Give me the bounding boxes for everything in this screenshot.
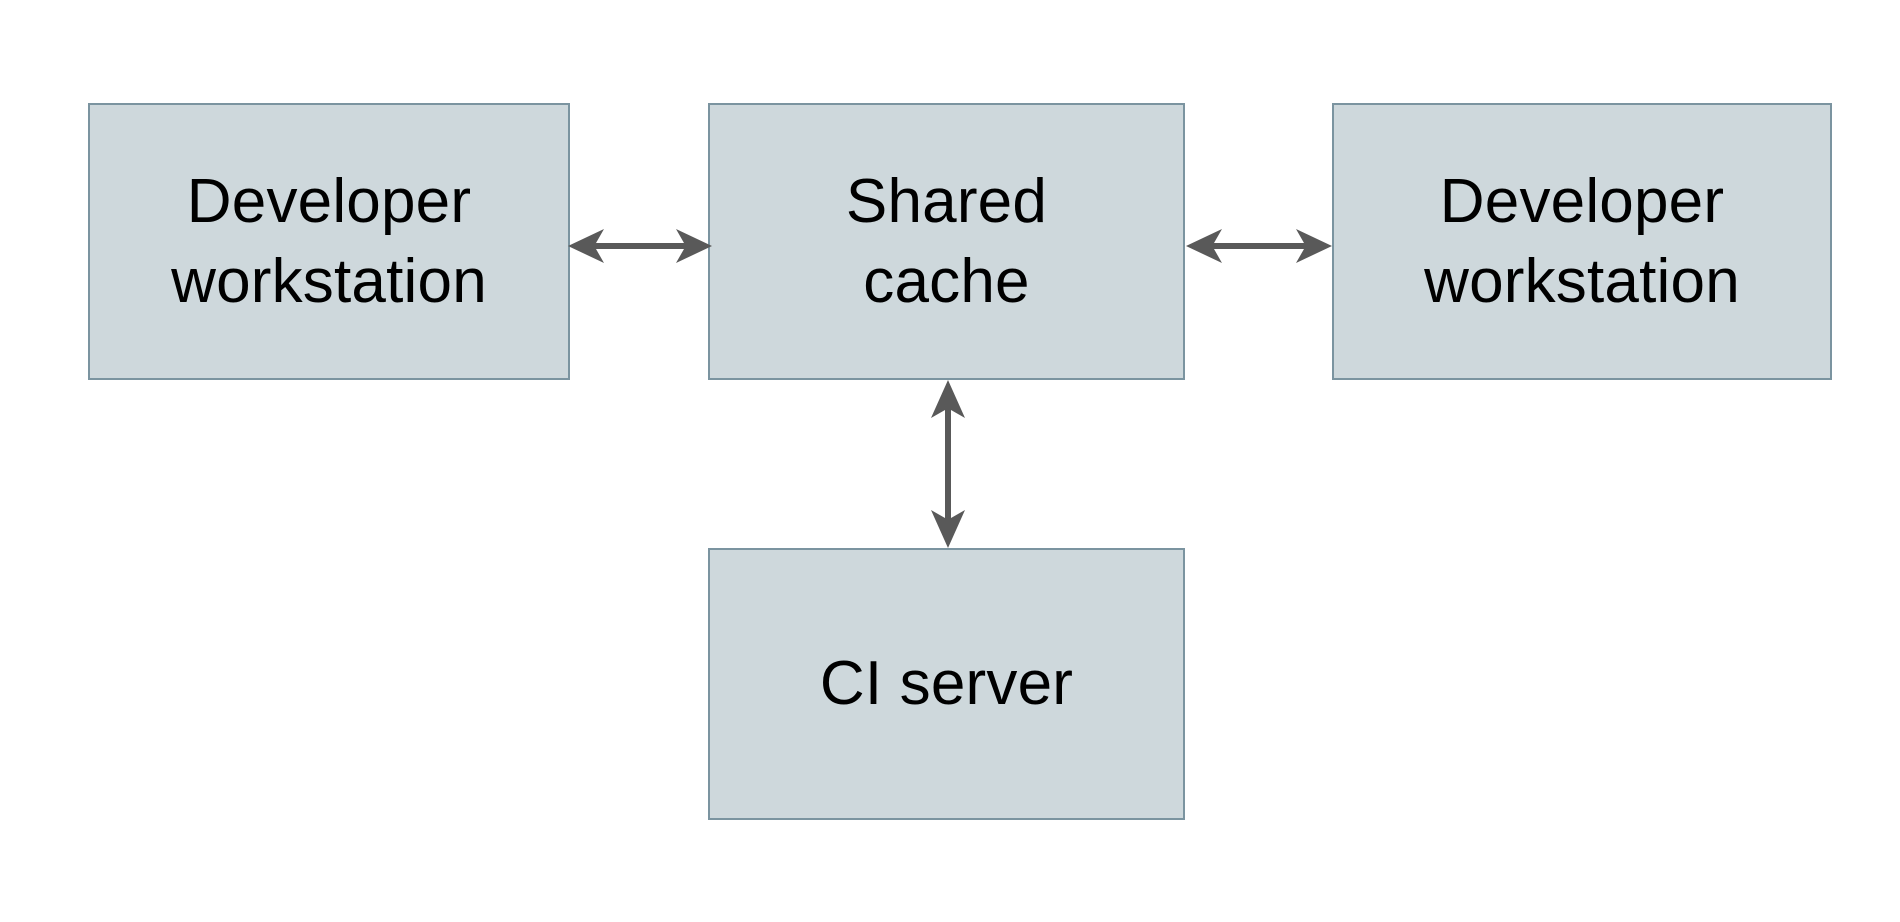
node-label: Shared cache — [845, 167, 1048, 316]
double-headed-arrow-icon — [568, 229, 712, 263]
node-ci-server[interactable]: CI server — [708, 548, 1185, 820]
edge-shared-cache-to-ci-server — [931, 380, 965, 548]
node-developer-workstation-right[interactable]: Developer workstation — [1332, 103, 1832, 380]
node-shared-cache[interactable]: Shared cache — [708, 103, 1185, 380]
node-label: Developer workstation — [171, 167, 487, 316]
node-label: Developer workstation — [1424, 167, 1740, 316]
edge-developer-workstation-left-to-shared-cache — [568, 229, 712, 263]
node-developer-workstation-left[interactable]: Developer workstation — [88, 103, 570, 380]
double-headed-arrow-icon — [931, 380, 965, 548]
double-headed-arrow-icon — [1186, 229, 1332, 263]
node-label: CI server — [819, 649, 1074, 719]
edge-shared-cache-to-developer-workstation-right — [1186, 229, 1332, 263]
